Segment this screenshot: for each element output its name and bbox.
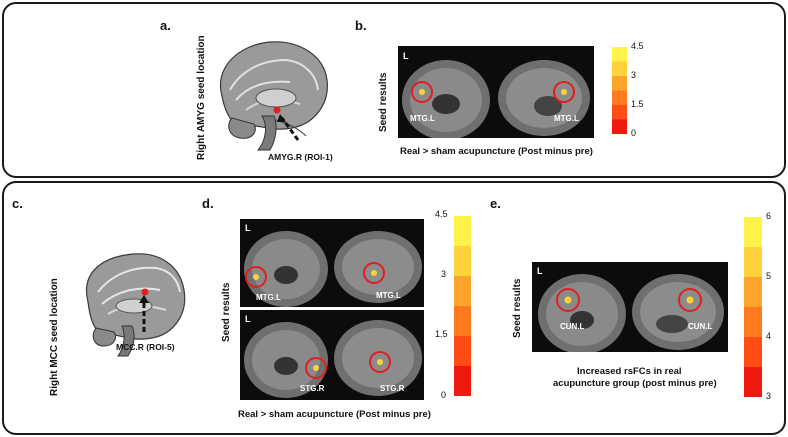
panel-e-tick-2: 5 [766,271,772,281]
colorbar-segment [612,61,627,77]
panel-d-tag-4: STG.R [380,384,405,393]
colorbar-segment [744,307,762,338]
panel-d-mri-bottom: L STG.R STG.R [240,310,424,400]
panel-e-caption-line1: Increased rsFCs in real [577,366,682,377]
panel-d-tag-2: MTG.L [376,291,401,300]
panel-b-vertical-label: Seed results [378,72,389,132]
panel-e-caption-line2: acupuncture group (post minus pre) [553,378,717,389]
colorbar-segment [744,337,762,368]
panel-b-mri-strip: L MTG.L MTG.L [398,46,594,138]
panel-b-tick-1: 4.5 [631,41,644,51]
panel-d-caption: Real > sham acupuncture (Post minus pre) [238,409,431,420]
panel-e-letter: e. [490,196,501,211]
panel-a-vertical-label: Right AMYG seed location [196,35,207,160]
panel-d-letter: d. [202,196,214,211]
panel-b-tag-1: MTG.L [410,114,435,123]
panel-b-tick-4: 0 [631,128,637,138]
panel-d-colorbar [454,216,471,396]
colorbar-segment [744,247,762,278]
panel-e-mri-strip: L CUN.L CUN.L [532,262,728,352]
panel-a-letter: a. [160,18,171,33]
panel-c-letter: c. [12,196,23,211]
panel-d-tick-4: 0 [441,390,447,400]
colorbar-segment [744,277,762,308]
panel-d-L-bottom: L [245,314,251,324]
colorbar-segment [454,276,471,307]
panel-b-letter: b. [355,18,367,33]
panel-e-tick-1: 6 [766,211,772,221]
colorbar-segment [612,76,627,91]
colorbar-segment [744,367,762,397]
panel-d-L-top: L [245,223,251,233]
panel-d-mri-top: L MTG.L MTG.L [240,219,424,307]
panel-e-vertical-label: Seed results [512,278,523,338]
panel-e-tag-1: CUN.L [560,322,585,331]
panel-b-caption: Real > sham acupuncture (Post minus pre) [400,146,593,157]
panel-d-tick-3: 1.5 [435,329,448,339]
panel-d-vertical-label: Seed results [221,282,232,342]
colorbar-segment [612,119,627,134]
panel-b-L-mark: L [403,51,409,61]
colorbar-segment [454,336,471,367]
colorbar-segment [454,246,471,277]
panel-c-vertical-label: Right MCC seed location [49,278,60,396]
colorbar-segment [454,216,471,247]
panel-e-colorbar [744,217,762,397]
panel-b-tag-2: MTG.L [554,114,579,123]
colorbar-segment [612,90,627,106]
colorbar-segment [454,366,471,396]
mcc-roi-label: MCC.R (ROI-5) [116,342,175,352]
panel-e-tick-4: 3 [766,391,772,401]
panel-d-tag-1: MTG.L [256,293,281,302]
top-panel [2,2,786,178]
panel-e-L-mark: L [537,266,543,276]
panel-d-tag-3: STG.R [300,384,325,393]
panel-b-tick-2: 3 [631,70,637,80]
colorbar-segment [454,306,471,337]
colorbar-segment [744,217,762,248]
panel-d-tick-2: 3 [441,269,447,279]
colorbar-segment [612,47,627,62]
colorbar-segment [612,105,627,120]
amyg-roi-label: AMYG.R (ROI-1) [268,152,333,162]
panel-e-tick-3: 4 [766,331,772,341]
panel-e-tag-2: CUN.L [688,322,713,331]
panel-b-colorbar [612,47,627,134]
panel-d-tick-1: 4.5 [435,209,448,219]
panel-b-tick-3: 1.5 [631,99,644,109]
